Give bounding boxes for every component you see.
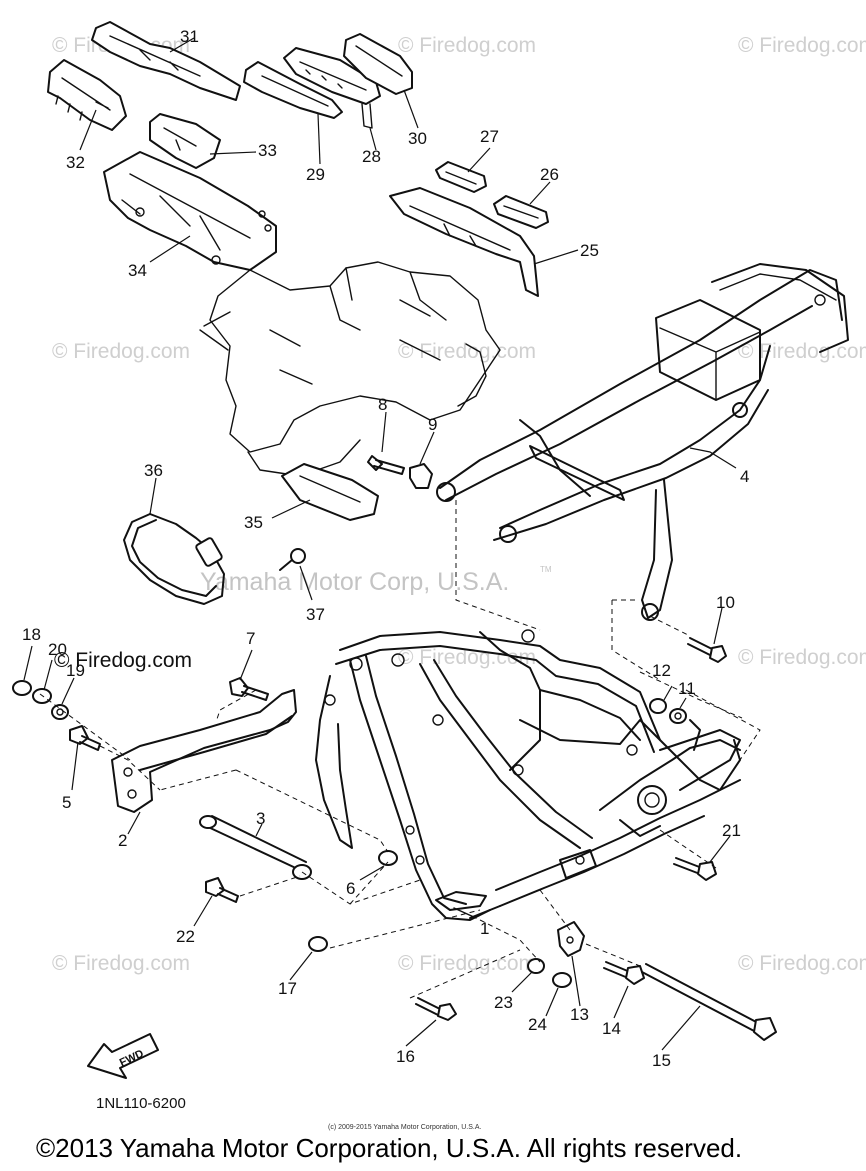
cover-33 (149, 113, 221, 169)
part-number: 18 (22, 625, 41, 644)
rear-frame-4 (436, 263, 849, 621)
part-number: 8 (378, 395, 387, 414)
part-number: 26 (540, 165, 559, 184)
part-number: 3 (256, 809, 265, 828)
part-number: 33 (258, 141, 277, 160)
watermark: © Firedog.com (398, 34, 536, 57)
part-number: 13 (570, 1005, 589, 1024)
wire-harness-36 (123, 513, 225, 605)
leader-lines (23, 37, 737, 1051)
collar-12 (649, 698, 667, 714)
watermark: © Firedog.com (738, 646, 866, 669)
watermark: © Firedog.com (52, 340, 190, 363)
washer-19 (51, 704, 69, 720)
bolt-8 (367, 455, 405, 475)
footer-copyright: ©2013 Yamaha Motor Corporation, U.S.A. A… (36, 1133, 742, 1163)
diagram-code: 1NL110-6200 (96, 1095, 186, 1112)
part-number: 24 (528, 1015, 547, 1034)
bolt-15 (641, 963, 777, 1041)
watermark: © Firedog.com (52, 952, 190, 975)
bolt-7 (229, 677, 269, 701)
part-number: 27 (480, 127, 499, 146)
watermark: © Firedog.com (398, 952, 536, 975)
bolt-14 (603, 961, 645, 985)
cover-32 (47, 59, 127, 131)
small-copyright: (c) 2009-2015 Yamaha Motor Corporation, … (328, 1124, 481, 1131)
forward-arrow-icon: FWD (87, 1033, 159, 1079)
part-number: 10 (716, 593, 735, 612)
part-number: 2 (118, 831, 127, 850)
watermark: © Firedog.com (738, 34, 866, 57)
corp-watermark: Yamaha Motor Corp, U.S.A. (200, 568, 509, 596)
pad-26 (493, 195, 549, 229)
part-number: 15 (652, 1051, 671, 1070)
assembly-lines (39, 500, 761, 999)
part-number: 32 (66, 153, 85, 172)
watermark-dark: © Firedog.com (54, 649, 192, 672)
stay-2 (111, 689, 297, 813)
pad-27 (435, 161, 487, 193)
part-number: 22 (176, 927, 195, 946)
bolt-5 (69, 725, 101, 751)
nut-23 (527, 958, 545, 974)
engine-outline (199, 261, 501, 477)
plate-25 (389, 187, 539, 297)
part-number: 19 (66, 661, 85, 680)
bracket-34 (103, 151, 277, 271)
part-number: 16 (396, 1047, 415, 1066)
watermark: © Firedog.com (738, 952, 866, 975)
part-number: 23 (494, 993, 513, 1012)
part-number: 28 (362, 147, 381, 166)
cover-35 (281, 463, 379, 521)
part-number: 34 (128, 261, 147, 280)
part-number: 37 (306, 605, 325, 624)
part-number: 14 (602, 1019, 621, 1038)
watermark: © Firedog.com (738, 340, 866, 363)
part-number: 5 (62, 793, 71, 812)
part-number: 12 (652, 661, 671, 680)
clip-9 (409, 463, 433, 489)
cover-28 (283, 47, 381, 129)
part-labels: 31 32 33 34 29 28 30 27 26 25 4 8 9 36 3… (22, 27, 749, 1070)
collar-6 (378, 850, 398, 866)
part-number: 6 (346, 879, 355, 898)
part-number: 4 (740, 467, 749, 486)
washer-24 (552, 972, 572, 988)
part-number: 20 (48, 640, 67, 659)
bolt-16 (415, 997, 457, 1021)
cover-31 (91, 21, 241, 101)
bracket-13 (557, 921, 585, 957)
part-number: 30 (408, 129, 427, 148)
main-frame-1 (315, 629, 741, 921)
bolt-22 (205, 877, 239, 903)
collar-11 (669, 708, 687, 724)
bracket-29 (243, 61, 343, 119)
bolt-10 (687, 637, 727, 663)
part-number: 17 (278, 979, 297, 998)
part-number: 11 (678, 679, 696, 698)
part-number: 29 (306, 165, 325, 184)
part-number: 1 (480, 919, 489, 938)
part-number: 35 (244, 513, 263, 532)
trademark-mark: TM (540, 565, 552, 574)
watermark: © Firedog.com (398, 340, 536, 363)
part-number: 25 (580, 241, 599, 260)
part-number: 7 (246, 629, 255, 648)
part-number: 31 (180, 27, 199, 46)
clamp-37 (279, 548, 306, 571)
collar-17 (308, 936, 328, 952)
part-number: 36 (144, 461, 163, 480)
cover-30 (343, 33, 413, 95)
nut-18 (12, 680, 32, 696)
part-number: 9 (428, 415, 437, 434)
part-number: 21 (722, 821, 741, 840)
bolt-21 (673, 857, 717, 881)
watermarks: © Firedog.com © Firedog.com © Firedog.co… (52, 34, 866, 975)
